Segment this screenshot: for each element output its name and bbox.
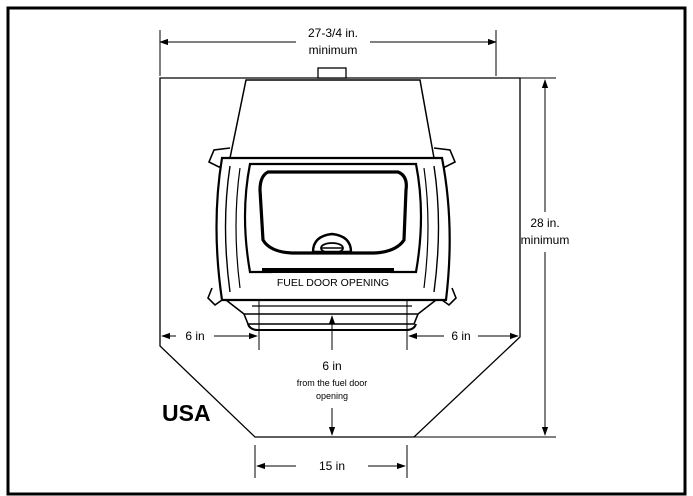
stove-body: [215, 156, 451, 302]
door-window: [258, 170, 408, 255]
region-label: USA: [162, 400, 211, 426]
right-side-label: 6 in: [451, 329, 470, 343]
front-label-line1: 6 in: [322, 359, 341, 373]
depth-label-line1: 28 in.: [530, 216, 559, 230]
stove-hood: [229, 79, 435, 159]
diagram-frame: [6, 6, 687, 496]
door-handle: [311, 232, 353, 254]
bottom-label: 15 in: [319, 459, 345, 473]
front-label-line3: opening: [316, 391, 348, 401]
stove-illustration: [207, 67, 457, 331]
front-label-line2: from the fuel door: [297, 378, 368, 388]
width-label-line2: minimum: [309, 43, 358, 57]
fuel-door-opening-label: FUEL DOOR OPENING: [277, 277, 389, 289]
fuel-door: [243, 162, 423, 274]
width-label-line1: 27-3/4 in.: [308, 26, 358, 40]
depth-label-line2: minimum: [521, 233, 570, 247]
flue-collar: [317, 67, 347, 79]
left-side-label: 6 in: [185, 329, 204, 343]
